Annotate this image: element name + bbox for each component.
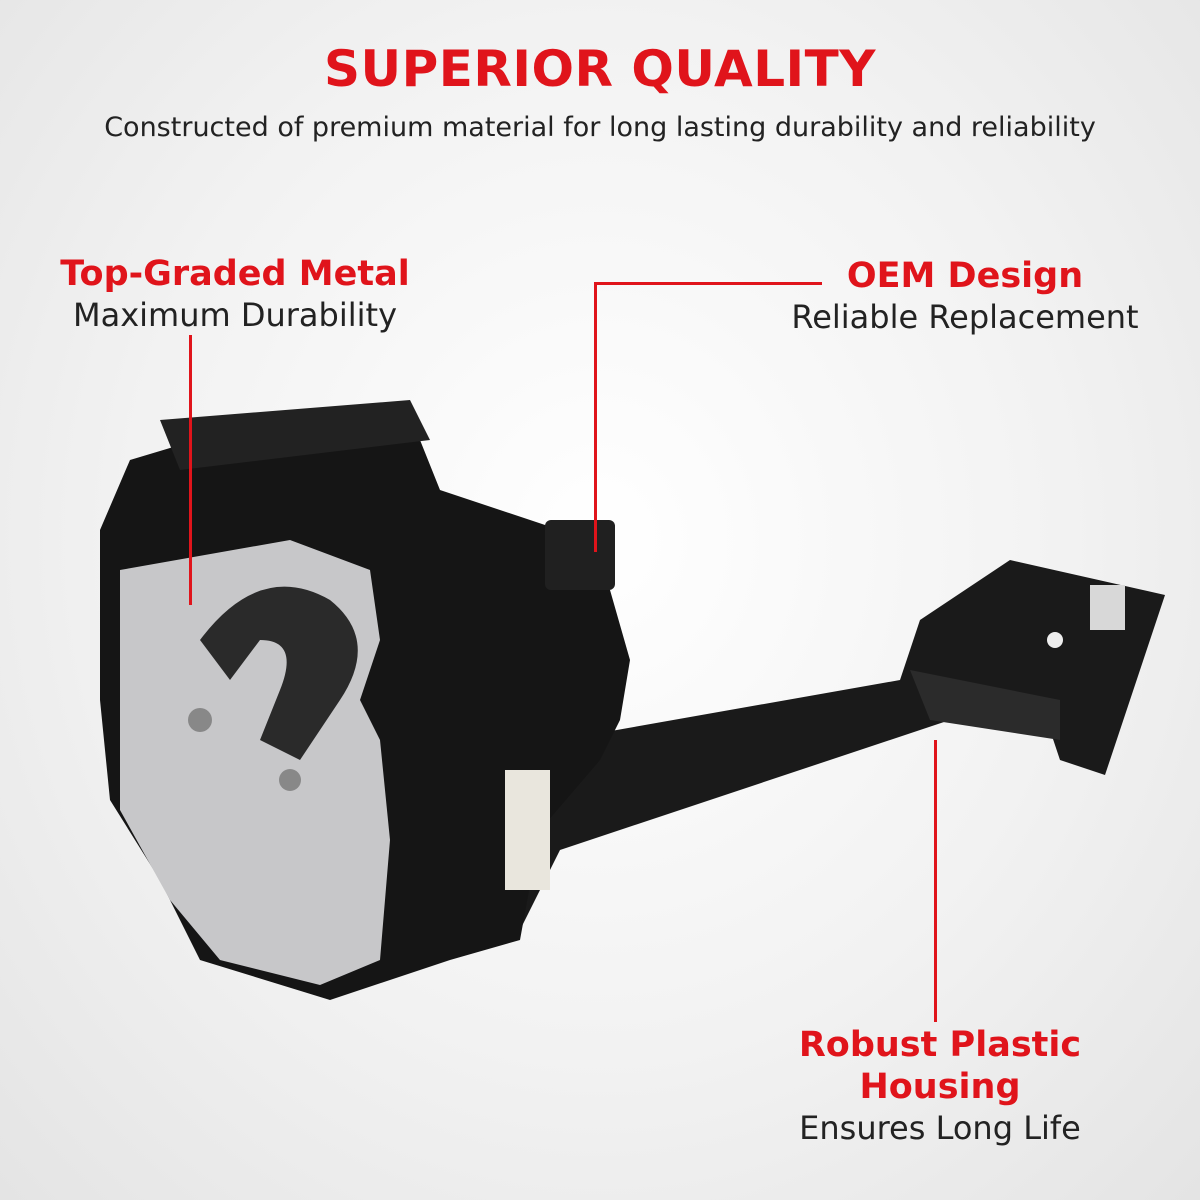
callout-text: Ensures Long Life	[799, 1109, 1081, 1147]
callout-heading: OEM Design	[846, 256, 1084, 296]
callout-oem-design: OEM Design Reliable Replacement	[760, 255, 1170, 337]
callout-heading-line1: Robust Plastic	[798, 1025, 1082, 1065]
callout-line-plastic	[934, 740, 937, 1022]
page-subtitle: Constructed of premium material for long…	[104, 112, 1096, 143]
callout-heading: Top-Graded Metal	[60, 254, 410, 294]
callout-line-metal	[189, 335, 192, 605]
callout-line-oem-v	[594, 282, 597, 552]
callout-line-oem-h	[594, 282, 822, 285]
callout-robust-plastic: Robust Plastic Housing Ensures Long Life	[770, 1024, 1110, 1148]
page-title: SUPERIOR QUALITY	[324, 40, 876, 98]
callout-text: Maximum Durability	[73, 296, 397, 334]
callout-top-graded-metal: Top-Graded Metal Maximum Durability	[40, 253, 430, 335]
callout-heading-line2: Housing	[859, 1067, 1021, 1107]
callout-text: Reliable Replacement	[791, 298, 1139, 336]
